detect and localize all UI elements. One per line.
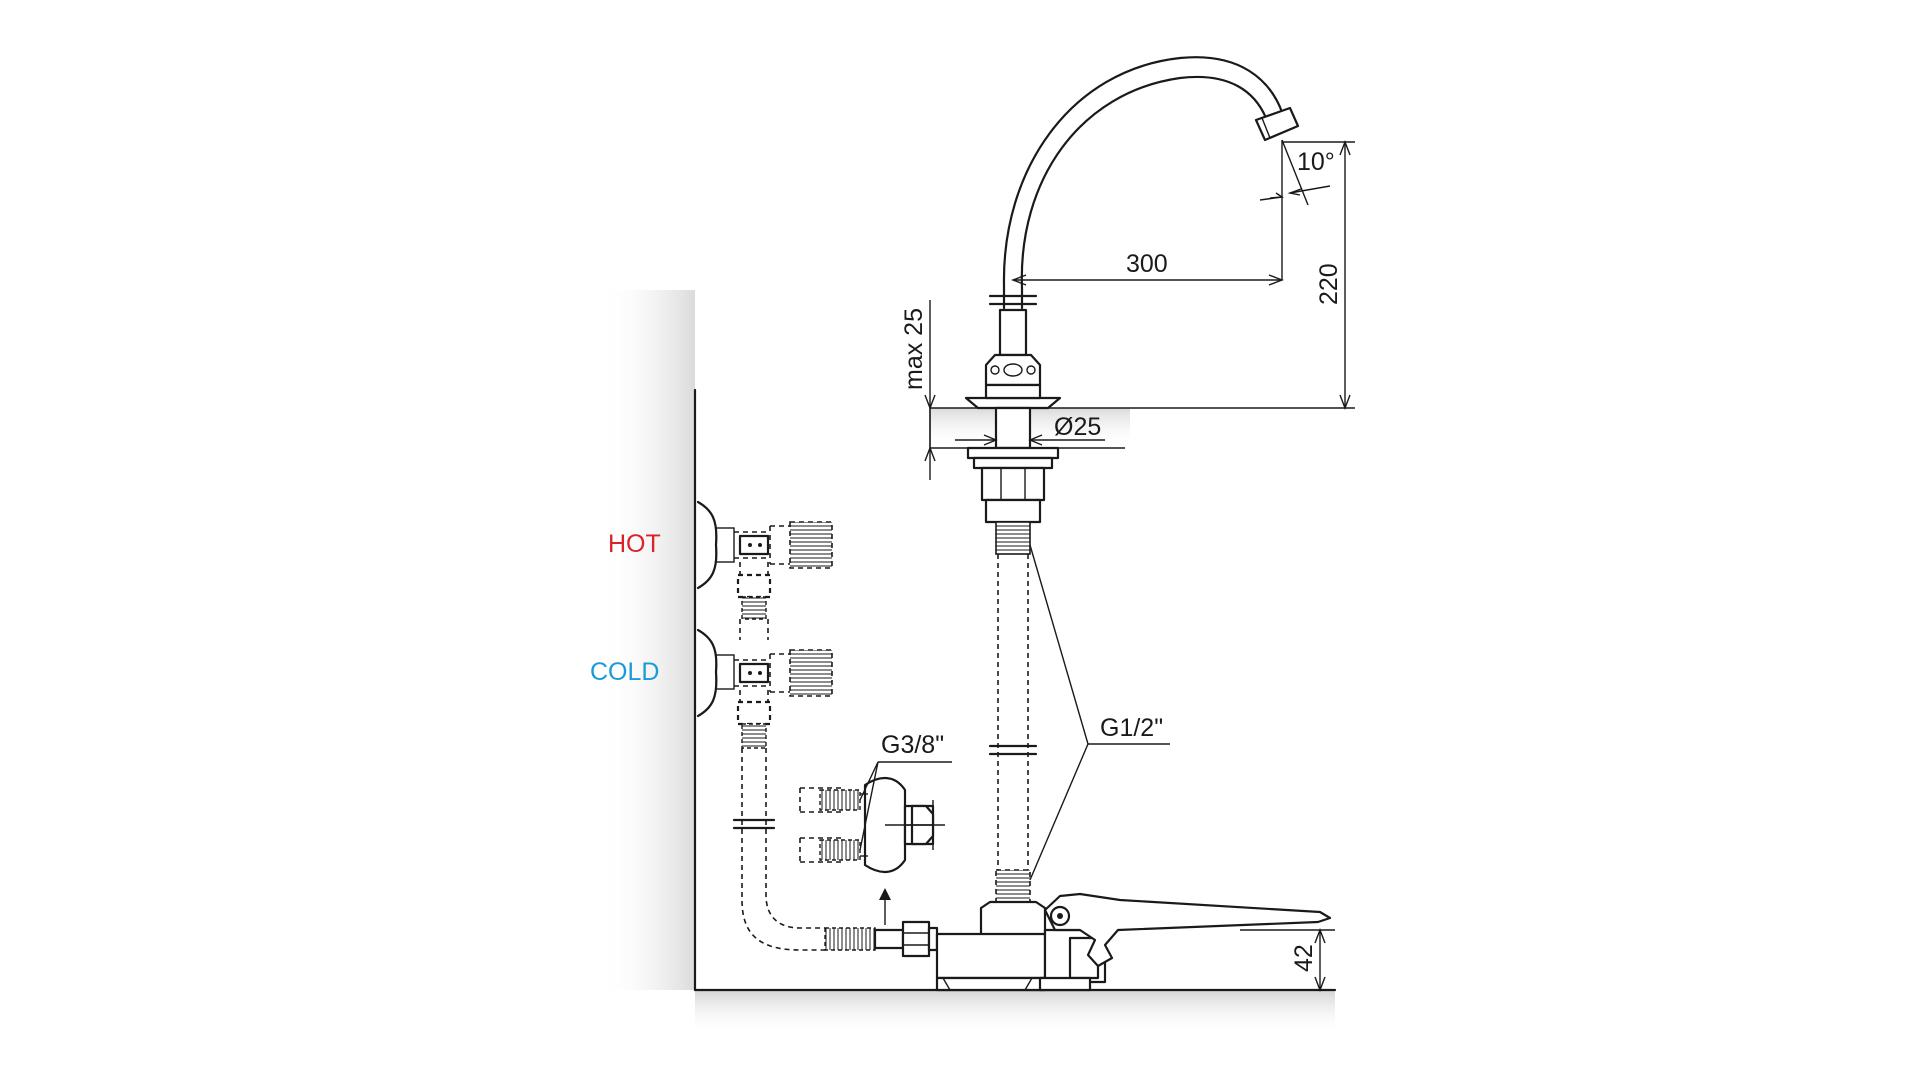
max-thickness-dimension: max 25 [900, 300, 936, 480]
reach-label: 300 [1126, 250, 1168, 278]
t-connector [799, 777, 945, 925]
hot-valve [696, 500, 833, 620]
g38-label: G3/8" [881, 731, 944, 759]
supply-hose [732, 748, 939, 958]
reach-dimension: 300 [1011, 250, 1284, 286]
height-label: 220 [1315, 263, 1343, 305]
floor-shading [695, 990, 1335, 1035]
faucet-spout [988, 56, 1300, 310]
hot-label: HOT [608, 530, 661, 558]
diameter-dimension: Ø25 [955, 413, 1105, 446]
vertical-hose [988, 554, 1038, 903]
angle-label: 10° [1297, 148, 1335, 176]
pedal-height-label: 42 [1290, 944, 1318, 972]
shank [966, 406, 1060, 555]
pedal-height-dimension: 42 [1240, 928, 1335, 992]
cold-valve [696, 619, 833, 749]
cold-label: COLD [590, 658, 659, 686]
g12-callout: G1/2" [1029, 544, 1170, 881]
height-dimension: 220 [1282, 140, 1355, 410]
diameter-label: Ø25 [1054, 413, 1101, 441]
wall-shading [600, 290, 695, 990]
g38-callout: G3/8" [859, 731, 952, 851]
spout-body [964, 308, 1062, 410]
max-thickness-label: max 25 [900, 308, 928, 390]
angle-dimension: 10° [1259, 139, 1335, 280]
pedal-valve [935, 892, 1332, 992]
g12-label: G1/2" [1100, 714, 1163, 742]
